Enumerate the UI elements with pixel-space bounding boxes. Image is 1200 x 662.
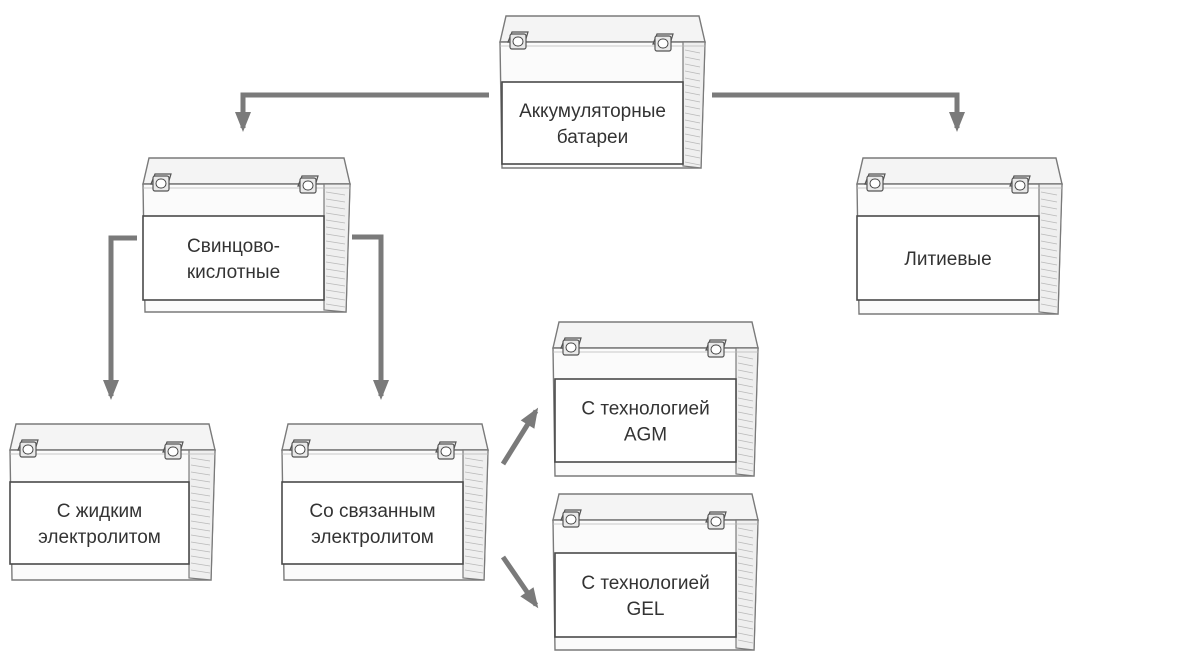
battery-terminal-icon — [17, 439, 39, 458]
battery-terminal-icon — [289, 439, 311, 458]
connector-line — [240, 92, 489, 128]
node-label-line: Литиевые — [904, 249, 991, 270]
node-lead-acid: Свинцово-кислотные — [142, 157, 351, 313]
arrow-head-icon — [235, 112, 251, 132]
edge-bound-electrolyte-to-agm — [500, 407, 539, 466]
battery-terminal-icon — [150, 173, 172, 192]
label-box — [856, 215, 1040, 301]
node-liquid-electrolyte: С жидким электролитом — [9, 423, 216, 581]
battery-nodes: АккумуляторныебатареиСвинцово-кислотныеЛ… — [9, 15, 1063, 651]
label-box — [554, 552, 737, 638]
battery-terminal-icon — [162, 441, 184, 460]
node-label-line: С технологией — [581, 399, 709, 420]
battery-terminal-icon — [507, 31, 529, 50]
edge-bound-electrolyte-to-gel — [500, 555, 539, 609]
battery-terminal-icon — [435, 441, 457, 460]
battery-terminal-icon — [560, 509, 582, 528]
node-lithium: Литиевые — [856, 157, 1063, 315]
battery-terminal-icon — [705, 511, 727, 530]
edge-batteries-to-lithium — [712, 92, 965, 132]
node-label-line: С технологией — [581, 573, 709, 594]
arrow-head-icon — [949, 112, 965, 132]
edge-lead-acid-to-liquid-electrolyte — [103, 235, 137, 400]
node-label-line: С жидким — [57, 501, 142, 522]
node-label-line: батареи — [557, 127, 628, 148]
connector-line — [712, 92, 960, 128]
node-label-line: Свинцово- — [187, 236, 280, 257]
battery-terminal-icon — [652, 33, 674, 52]
arrow-head-icon — [103, 380, 119, 400]
edge-batteries-to-lead-acid — [235, 92, 489, 132]
battery-terminal-icon — [1009, 175, 1031, 194]
connectors — [103, 92, 965, 609]
connector-line — [352, 234, 384, 396]
label-box — [554, 378, 737, 463]
node-label-line: Со связанным — [309, 501, 435, 522]
label-box — [281, 481, 464, 565]
node-label-line: Аккумуляторные — [519, 101, 666, 122]
battery-terminal-icon — [705, 339, 727, 358]
arrow-head-icon — [373, 380, 389, 400]
label-box — [501, 81, 684, 165]
battery-terminal-icon — [864, 173, 886, 192]
node-batteries: Аккумуляторные батареи — [499, 15, 706, 169]
node-bound-electrolyte: Со связанным электролитом — [281, 423, 489, 581]
arrow-head-icon — [520, 587, 539, 609]
battery-terminal-icon — [297, 175, 319, 194]
node-label-line: AGM — [624, 425, 667, 446]
label-box — [9, 481, 190, 565]
node-label-line: кислотные — [187, 262, 280, 283]
edge-lead-acid-to-bound-electrolyte — [352, 234, 389, 400]
node-label-line: электролитом — [311, 527, 434, 548]
label-box — [142, 215, 325, 301]
battery-terminal-icon — [560, 337, 582, 356]
node-label-line: GEL — [626, 599, 664, 620]
arrow-head-icon — [520, 407, 539, 429]
connector-line — [108, 235, 137, 396]
node-label-line: электролитом — [38, 527, 161, 548]
